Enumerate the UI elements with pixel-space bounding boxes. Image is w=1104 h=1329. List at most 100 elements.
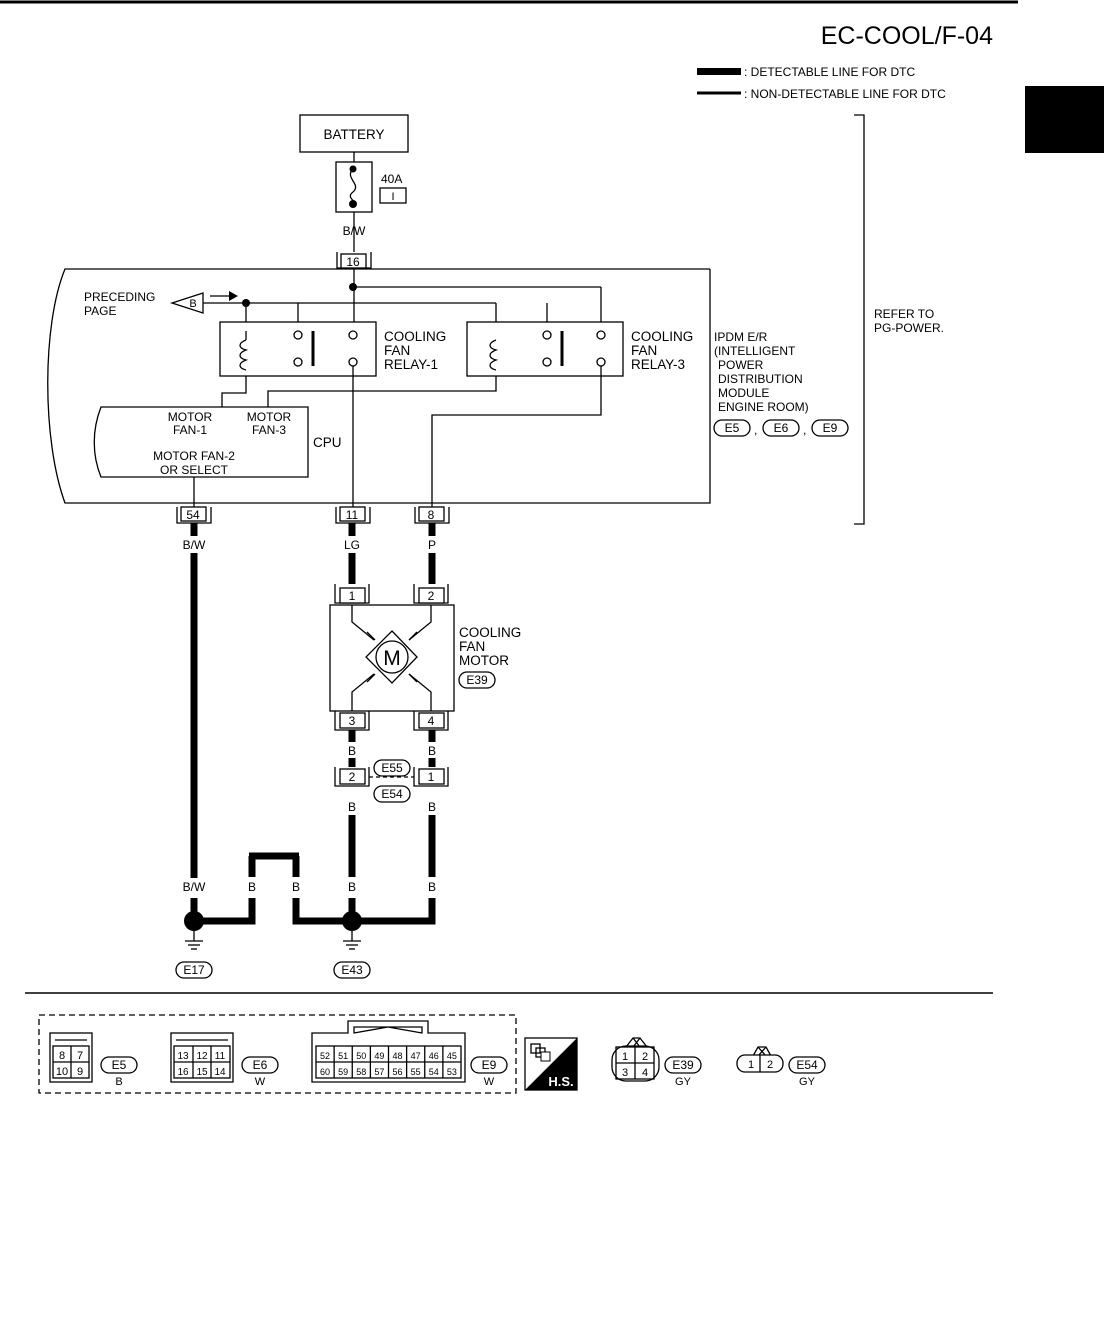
line-legend: : DETECTABLE LINE FOR DTC : NON-DETECTAB… — [697, 65, 946, 101]
wire-color-b-g1: B — [248, 880, 256, 894]
wire-color-lg: LG — [344, 538, 360, 552]
svg-text:1: 1 — [349, 589, 356, 603]
svg-text:(INTELLIGENT: (INTELLIGENT — [714, 344, 796, 358]
wire-color-b-pin3: B — [348, 744, 356, 758]
svg-text:54: 54 — [186, 508, 200, 522]
motor-label-3: MOTOR — [459, 653, 509, 668]
fuse-id: I — [391, 191, 394, 203]
fuse-rating: 40A — [381, 172, 402, 186]
ipdm-housing — [47, 268, 711, 504]
svg-text:2: 2 — [428, 589, 435, 603]
svg-text:E39: E39 — [466, 673, 488, 687]
page-title: EC-COOL/F-04 — [821, 22, 993, 50]
e9-pin-number: 48 — [393, 1051, 403, 1061]
refer-line2: PG-POWER. — [874, 321, 944, 335]
svg-text:3: 3 — [622, 1067, 628, 1079]
wire-color-p: P — [428, 538, 436, 552]
svg-text:E54: E54 — [381, 787, 403, 801]
legend-detectable: : DETECTABLE LINE FOR DTC — [744, 65, 915, 79]
junction-e55-e54: 2 1 E55 E54 — [334, 759, 449, 803]
motor-label-2: FAN — [459, 639, 485, 654]
svg-text:POWER: POWER — [718, 358, 764, 372]
wire-color-bw-ground: B/W — [183, 880, 206, 894]
svg-text:10: 10 — [56, 1066, 68, 1078]
svg-text:1: 1 — [748, 1059, 754, 1071]
svg-text:,: , — [803, 423, 806, 437]
relay1-line3: RELAY-1 — [384, 357, 438, 372]
svg-text:12: 12 — [196, 1051, 208, 1062]
cpu-motor-fan2-l1: MOTOR FAN-2 — [153, 449, 235, 463]
non-detectable-line-sample — [697, 91, 741, 95]
wire-color-bw-top: B/W — [343, 224, 366, 238]
svg-text:DISTRIBUTION: DISTRIBUTION — [718, 372, 803, 386]
connector-badge-e5 — [713, 419, 751, 437]
svg-text:IPDM E/R: IPDM E/R — [714, 330, 768, 344]
ipdm-pin-16: 16 — [336, 252, 372, 269]
svg-text:E6: E6 — [253, 1058, 268, 1072]
preceding-marker-label: B — [189, 298, 196, 310]
svg-text:15: 15 — [196, 1067, 208, 1078]
svg-text:W: W — [255, 1076, 266, 1088]
fuse-40a: 40A I — [335, 161, 407, 213]
e9-pin-number: 58 — [356, 1067, 366, 1077]
svg-text:E17: E17 — [183, 963, 205, 977]
svg-text:11: 11 — [346, 508, 359, 522]
svg-text:E9: E9 — [482, 1058, 497, 1072]
svg-text:GY: GY — [799, 1076, 816, 1088]
ipdm-connector-views-frame — [38, 1014, 517, 1094]
ground-badge-e43 — [333, 961, 371, 979]
svg-text:E43: E43 — [341, 963, 363, 977]
relay-coil-icon — [239, 339, 249, 371]
svg-text:13: 13 — [177, 1051, 189, 1062]
e9-pin-number: 60 — [320, 1067, 330, 1077]
e9-pin-number: 45 — [447, 1051, 457, 1061]
e9-pin-number: 54 — [429, 1067, 439, 1077]
e9-pin-number: 49 — [374, 1051, 384, 1061]
svg-text:7: 7 — [77, 1050, 83, 1062]
cpu-motor-fan3-l2: FAN-3 — [252, 423, 286, 437]
ipdm-pin-8: 8 — [414, 506, 450, 524]
relay1-line2: FAN — [384, 343, 410, 358]
connector-view-e39: 1 2 3 4 E39 GY — [611, 1037, 702, 1088]
svg-text:11: 11 — [215, 1051, 226, 1062]
e9-pin-number: 57 — [374, 1067, 384, 1077]
connector-badge-e54 — [373, 785, 411, 803]
preceding-line2: PAGE — [84, 304, 116, 318]
motor-pin-2: 2 — [413, 584, 449, 604]
arrow-right-icon — [229, 291, 238, 301]
svg-text:4: 4 — [642, 1067, 648, 1079]
connector-view-e6: 13 12 11 16 15 14 E6 W — [170, 1032, 279, 1088]
wire-color-b-pin4: B — [428, 744, 436, 758]
e9-pin-number: 55 — [411, 1067, 421, 1077]
svg-text:E9: E9 — [823, 421, 838, 435]
relay-output-wiring — [221, 366, 602, 507]
e9-pin-number: 47 — [411, 1051, 421, 1061]
svg-text:3: 3 — [349, 714, 356, 728]
svg-text:MODULE: MODULE — [718, 386, 769, 400]
svg-text:,: , — [754, 423, 757, 437]
ground-e17: E17 — [175, 911, 213, 979]
svg-text:8: 8 — [428, 508, 435, 522]
relay3-line2: FAN — [631, 343, 657, 358]
svg-text:1: 1 — [428, 770, 435, 784]
svg-text:E55: E55 — [381, 761, 403, 775]
relay3-line3: RELAY-3 — [631, 357, 685, 372]
wire-color-b-e54-1: B — [428, 800, 436, 814]
ipdm-pin-54: 54 — [176, 506, 212, 524]
connector-badge-e55 — [373, 759, 411, 777]
svg-text:9: 9 — [77, 1066, 83, 1078]
svg-text:1: 1 — [622, 1051, 628, 1063]
relay1-line1: COOLING — [384, 329, 446, 344]
preceding-line1: PRECEDING — [84, 290, 155, 304]
wire-color-bw-left: B/W — [183, 538, 206, 552]
e9-pin-number: 51 — [338, 1051, 348, 1061]
motor-symbol: M — [383, 647, 401, 670]
e9-pin-number: 50 — [356, 1051, 366, 1061]
e9-pin-number: 46 — [429, 1051, 439, 1061]
svg-text:E5: E5 — [112, 1058, 127, 1072]
wire-color-b-g3: B — [348, 880, 356, 894]
cpu-block: MOTOR FAN-1 MOTOR FAN-3 MOTOR FAN-2 OR S… — [93, 406, 342, 478]
